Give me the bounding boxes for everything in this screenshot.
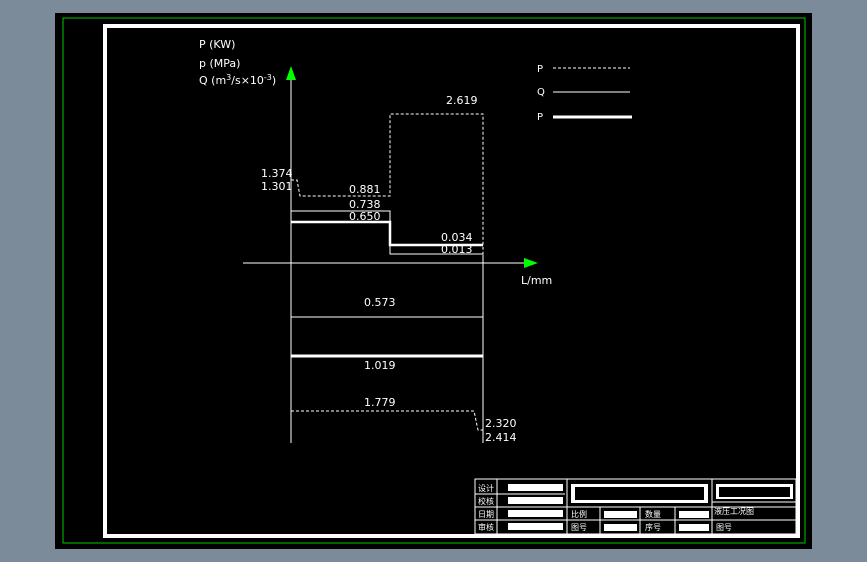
- title-label-date: 日期: [478, 510, 494, 519]
- value-0738: 0.738: [349, 198, 381, 211]
- value-1019: 1.019: [364, 359, 396, 372]
- pressure-curve-thick: [291, 220, 483, 247]
- value-0034: 0.034: [441, 231, 473, 244]
- x-axis-label: L/mm: [521, 274, 552, 287]
- title-label-reviewer: 审核: [478, 522, 494, 532]
- title-label-checker: 校核: [478, 496, 494, 506]
- y-label-pressure: p (MPa): [199, 57, 240, 70]
- outer-border: [62, 17, 806, 544]
- title-label-quantity: 数量: [645, 509, 661, 519]
- value-1301: 1.301: [261, 180, 293, 193]
- title-label-drawing-no: 图号: [571, 523, 587, 532]
- value-0650: 0.650: [349, 210, 381, 223]
- title-label-scale: 比例: [571, 509, 587, 519]
- title-label-right: 图号: [716, 523, 732, 532]
- value-2619: 2.619: [446, 94, 478, 107]
- value-0573: 0.573: [364, 296, 396, 309]
- title-label-designer: 设计: [478, 483, 494, 493]
- power-curve-dashed: [291, 113, 484, 255]
- legend-key-p-thick: P: [537, 112, 543, 123]
- value-1374: 1.374: [261, 167, 293, 180]
- legend-key-q: Q: [537, 87, 545, 98]
- value-2414: 2.414: [485, 431, 517, 444]
- title-block: [474, 478, 797, 535]
- y-label-power: P (KW): [199, 38, 235, 51]
- value-0881: 0.881: [349, 183, 381, 196]
- y-axis-arrow-icon: [286, 66, 296, 80]
- power-line-lower-dashed: [291, 410, 483, 431]
- drawing-frame: [103, 24, 800, 538]
- sheet-background: [55, 13, 812, 549]
- legend-key-p-dashed: P: [537, 64, 543, 75]
- title-label-serial: 序号: [645, 522, 661, 532]
- value-2320: 2.320: [485, 417, 517, 430]
- drawing-title: 液压工况图: [714, 506, 754, 516]
- y-label-flow: Q (m3/s×10-3): [199, 73, 276, 87]
- x-axis-arrow-icon: [524, 258, 538, 268]
- value-1779: 1.779: [364, 396, 396, 409]
